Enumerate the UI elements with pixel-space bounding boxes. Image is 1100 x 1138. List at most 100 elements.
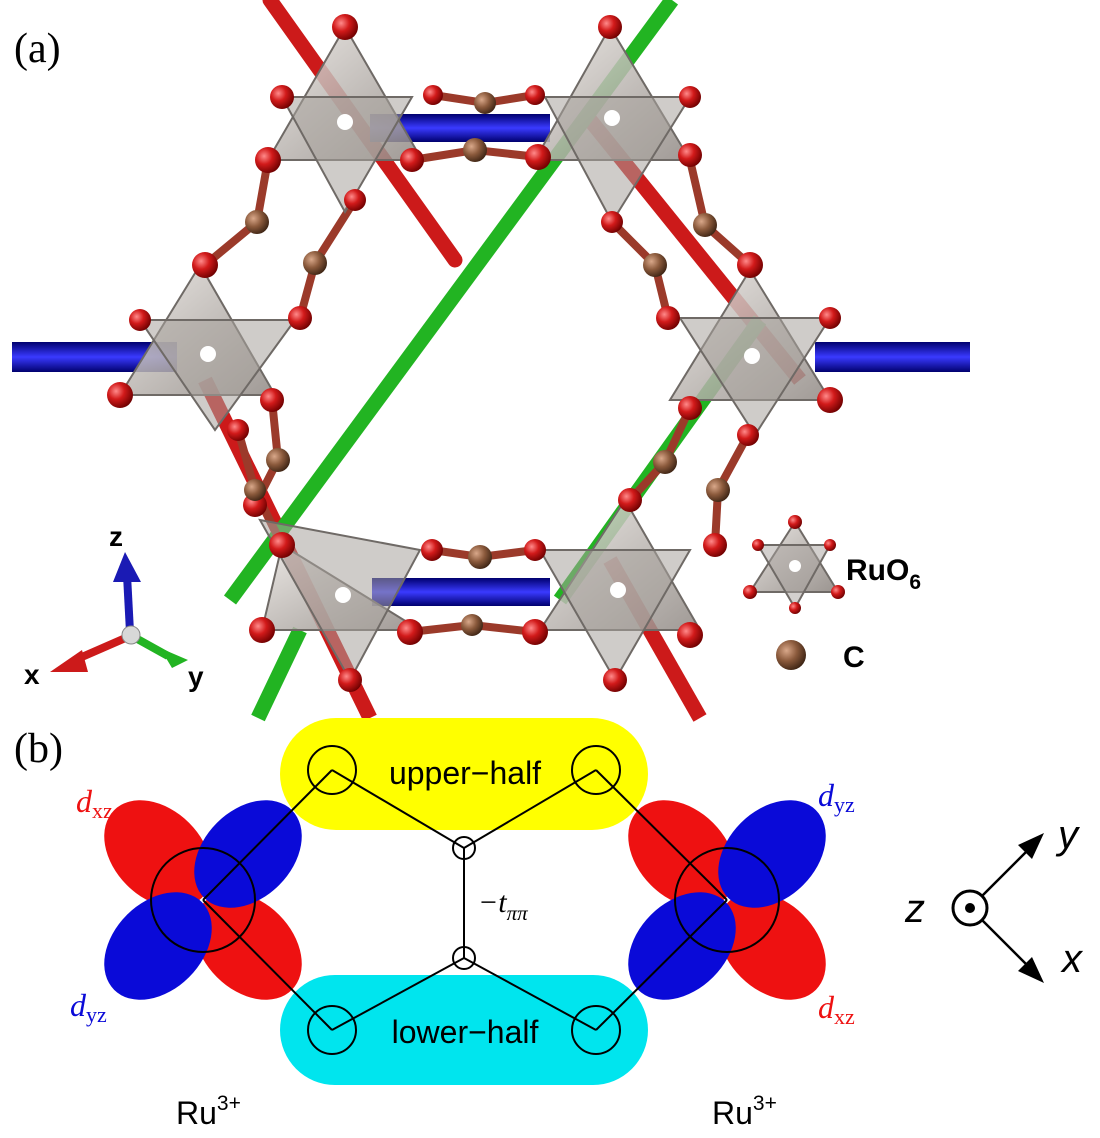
z-axis-label: z	[109, 521, 123, 552]
ruo6-octahedron	[258, 518, 424, 683]
bond-line	[463, 769, 597, 849]
orbital-lobe-blue	[104, 892, 212, 1000]
ruo6-octahedron	[533, 25, 692, 224]
oxygen-atom	[344, 189, 366, 211]
x-axis-label: x	[24, 659, 40, 690]
ru-site	[610, 582, 626, 598]
octahedron-face	[543, 96, 692, 224]
oxygen-atom	[656, 306, 680, 330]
hopping-subscript: ππ	[507, 901, 529, 925]
carbon-atom	[643, 253, 667, 277]
x-axis-label: x	[1060, 937, 1084, 981]
ruo6-legend-label: RuO6	[846, 554, 921, 594]
carbon-site-circle	[452, 946, 476, 970]
orbital-label-left-bottom: dyz	[70, 987, 107, 1027]
oxygen-atom	[618, 488, 642, 512]
oxygen-atoms	[107, 14, 843, 692]
ru-site	[337, 114, 353, 130]
orbital-lobe-blue	[718, 800, 826, 908]
oxygen-atom	[601, 211, 623, 233]
orbital-label-right-bottom: dxz	[818, 989, 855, 1029]
panel-a-label: (a)	[14, 26, 61, 72]
oxygen-atom	[421, 539, 443, 561]
bond-line	[331, 957, 465, 1031]
ru-site	[744, 348, 760, 364]
ru-site-circle	[674, 847, 780, 953]
oxygen-atom	[288, 306, 312, 330]
blue-bond-rod	[815, 342, 970, 372]
oxygen-atom	[525, 85, 545, 105]
carbon-legend-icon	[776, 640, 806, 670]
oxygen-atom	[819, 307, 841, 329]
y-arrowhead	[160, 648, 188, 668]
carbon-atom	[463, 138, 487, 162]
carbon-atom	[474, 92, 496, 114]
green-bond-rod	[251, 626, 307, 722]
carbon-atom	[468, 545, 492, 569]
ru-ion-label-left: Ru3+	[176, 1092, 241, 1131]
carbon-atom	[245, 210, 269, 234]
axes-origin	[121, 625, 141, 645]
oxygen-site-circle	[571, 745, 621, 795]
carbon-atoms	[244, 92, 730, 636]
ruo6-label-subscript: 6	[909, 571, 921, 594]
oxygen-atom	[831, 585, 845, 599]
ru-site	[335, 587, 351, 603]
z-axis-dot	[965, 903, 975, 913]
oxygen-atom	[603, 668, 627, 692]
y-axis-arrow	[981, 849, 1029, 897]
oxygen-atom	[743, 585, 757, 599]
bond-line	[463, 957, 597, 1031]
oxygen-atom	[703, 533, 727, 557]
panel-b-label: (b)	[14, 726, 63, 772]
oxygen-atom	[332, 14, 358, 40]
hopping-network	[202, 745, 728, 1055]
oxygen-atom	[525, 144, 551, 170]
bond-line	[202, 899, 333, 1031]
octahedron-face	[756, 544, 832, 611]
bond-line	[595, 899, 728, 1031]
oxygen-atom	[129, 309, 151, 331]
lower-half-region	[280, 975, 648, 1085]
carbon-atom	[693, 213, 717, 237]
y-arrowhead	[1018, 833, 1044, 859]
oxygen-atom	[192, 252, 218, 278]
upper-half-label: upper−half	[389, 755, 541, 791]
oxygen-site-circle	[307, 745, 357, 795]
y-axis-label: y	[188, 661, 204, 692]
axes-indicator-3d: z x y	[24, 521, 204, 692]
oxygen-atom	[737, 252, 763, 278]
oxygen-atom	[400, 148, 424, 172]
panel-a: (a)	[12, 0, 970, 722]
orbital-label-right-top: dyz	[818, 777, 855, 817]
octahedron-face	[138, 319, 297, 432]
hopping-prefix: −t	[478, 886, 507, 919]
oxygen-atom	[598, 15, 622, 39]
bond-line	[331, 769, 465, 849]
carbon-atom	[244, 479, 266, 501]
carbon-atom	[461, 614, 483, 636]
oxygen-atom	[752, 539, 764, 551]
oxygen-atom	[824, 539, 836, 551]
carbon-legend-label: C	[843, 641, 865, 674]
legend: RuO6 C	[743, 515, 921, 674]
oxygen-atom	[678, 396, 702, 420]
x-arrowhead	[50, 650, 88, 672]
bond-line	[202, 769, 333, 901]
ruo6-octahedron	[668, 268, 832, 437]
oxygen-atom	[679, 86, 701, 108]
carbon-atom	[303, 251, 327, 275]
carbon-atom	[706, 478, 730, 502]
ruo6-octahedron	[118, 263, 297, 432]
octahedron-face	[538, 549, 692, 683]
hopping-label: −tππ	[478, 886, 528, 925]
z-axis-arrow	[123, 574, 134, 633]
z-axis-out-of-plane-icon	[951, 889, 989, 927]
ruo6-legend-icon	[743, 515, 845, 614]
oxygen-atom	[737, 424, 759, 446]
ru-site	[200, 346, 216, 362]
oxygen-atom	[227, 419, 249, 441]
upper-half-region	[280, 718, 648, 830]
oxygen-atom	[249, 617, 275, 643]
